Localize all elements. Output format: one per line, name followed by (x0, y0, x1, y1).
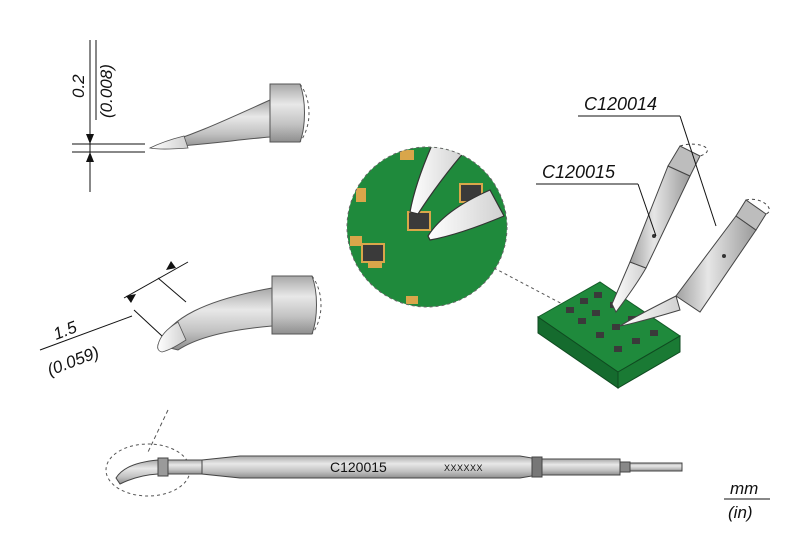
dim-bend-mm: 1.5 (51, 317, 80, 343)
zoom-detail (346, 146, 605, 327)
tip-straight-point (148, 135, 189, 150)
cartridge-detail-leader (147, 409, 169, 453)
callout-c120015-label: C120015 (542, 162, 616, 182)
tip-straight-collar (269, 83, 305, 143)
cartridge-pin (629, 462, 683, 472)
tip-view-bent (157, 275, 322, 353)
callout-c120014-label: C120014 (584, 94, 657, 114)
zoom-tip-right (427, 189, 505, 241)
iron-tip-c120015 (611, 143, 708, 313)
pcb-side (617, 335, 681, 389)
pcb-assembly (537, 281, 681, 389)
zoom-pad (356, 188, 366, 202)
unit-primary: mm (730, 479, 758, 498)
dim-tip-width-mm: 0.2 (69, 74, 88, 98)
iron-tip-c120014 (619, 198, 770, 327)
cartridge-end-ring (619, 461, 631, 473)
dim-tip-width-in: (0.008) (97, 64, 116, 118)
iron-tip-c120014-collar (735, 199, 767, 231)
cartridge-model-label: C120015 (330, 459, 387, 475)
tip-bent-point (157, 321, 187, 353)
cartridge-tip-bent (115, 459, 159, 485)
unit-legend: mm (in) (724, 479, 770, 522)
zoom-pad (400, 150, 414, 160)
dim-bend-in: (0.059) (45, 343, 102, 380)
tip-view-straight (148, 83, 310, 150)
zoom-chip (407, 211, 431, 231)
iron-tip-c120014-body (675, 215, 757, 313)
cartridge-serial: XXXXXX (444, 463, 483, 473)
zoom-pad (406, 296, 418, 304)
callout-c120014: C120014 (578, 94, 717, 227)
cartridge-ring (531, 456, 543, 478)
tip-straight-cut-edge (299, 83, 310, 143)
cartridge-collar (157, 457, 169, 477)
iron-tip-c120015-cut (679, 143, 708, 157)
dimension-bend: 1.5 (0.059) (39, 261, 189, 380)
iron-tip-c120014-point (619, 295, 681, 327)
iron-tip-c120014-cut (745, 198, 770, 215)
zoom-pad (350, 236, 362, 246)
tip-bent-collar (271, 275, 317, 335)
tip-bent-cut-edge (311, 275, 322, 335)
unit-secondary: (in) (728, 503, 753, 522)
zoom-chip (361, 243, 385, 263)
cartridge-sleeve (167, 459, 203, 475)
cartridge-end-sleeve (541, 458, 621, 476)
dimension-tip-width: 0.2 (0.008) (69, 40, 145, 192)
callout-c120015: C120015 (536, 162, 657, 237)
zoom-circle-outline (346, 146, 508, 308)
cartridge-full-view: C120015 XXXXXX (105, 409, 683, 497)
iron-tip-c120015-body (629, 165, 691, 269)
